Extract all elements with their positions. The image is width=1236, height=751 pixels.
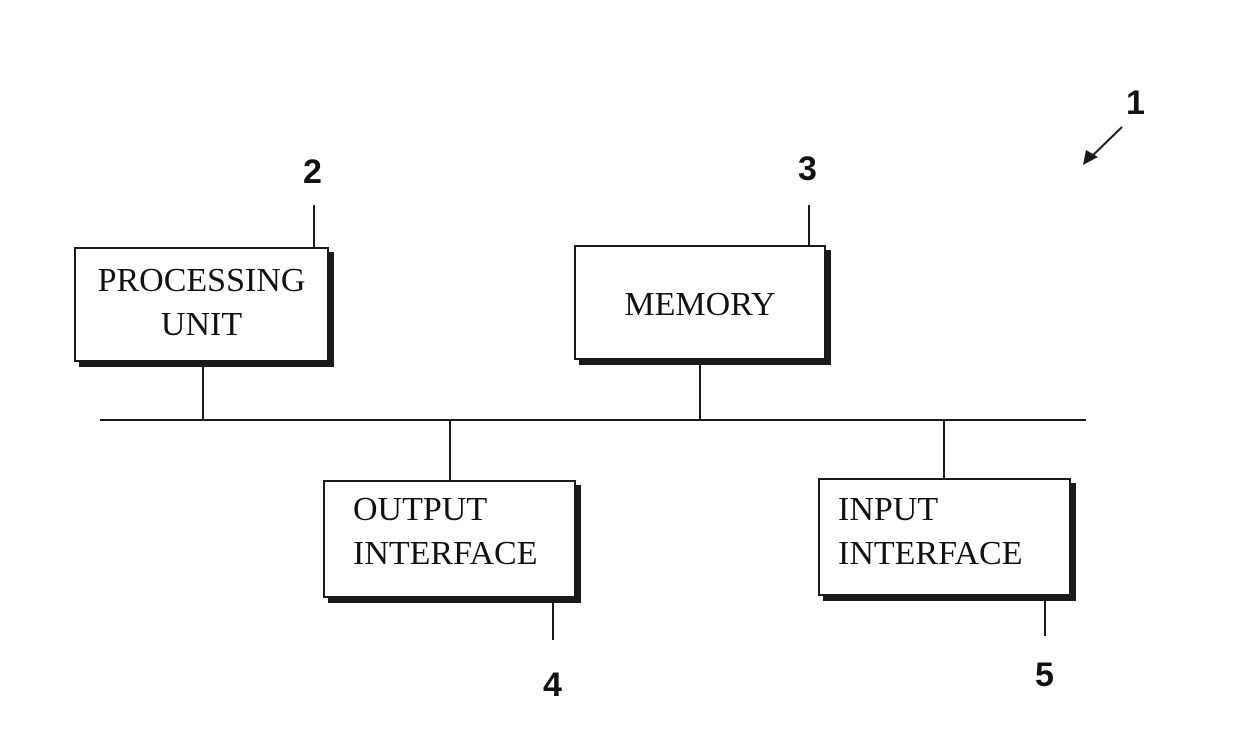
processing-unit-label-line-2: UNIT [76,303,327,347]
output-interface-ref: 4 [543,668,562,702]
processing-unit-ref: 2 [303,155,322,189]
system-arrow-icon [1083,127,1122,165]
system-label: 1 [1126,86,1145,120]
output-interface-label-line-1: OUTPUT [353,488,574,532]
input-interface-ref: 5 [1035,658,1054,692]
input-interface-label-line-2: INTERFACE [838,532,1069,576]
input-interface-box: INPUT INTERFACE [818,478,1071,596]
output-interface-box: OUTPUT INTERFACE [323,480,576,598]
output-interface-label-line-2: INTERFACE [353,532,574,576]
processing-unit-box: PROCESSING UNIT [74,247,329,362]
memory-label: MEMORY [576,283,824,327]
processing-unit-label-line-1: PROCESSING [76,259,327,303]
memory-box: MEMORY [574,245,826,360]
memory-ref: 3 [798,152,817,186]
input-interface-label-line-1: INPUT [838,488,1069,532]
